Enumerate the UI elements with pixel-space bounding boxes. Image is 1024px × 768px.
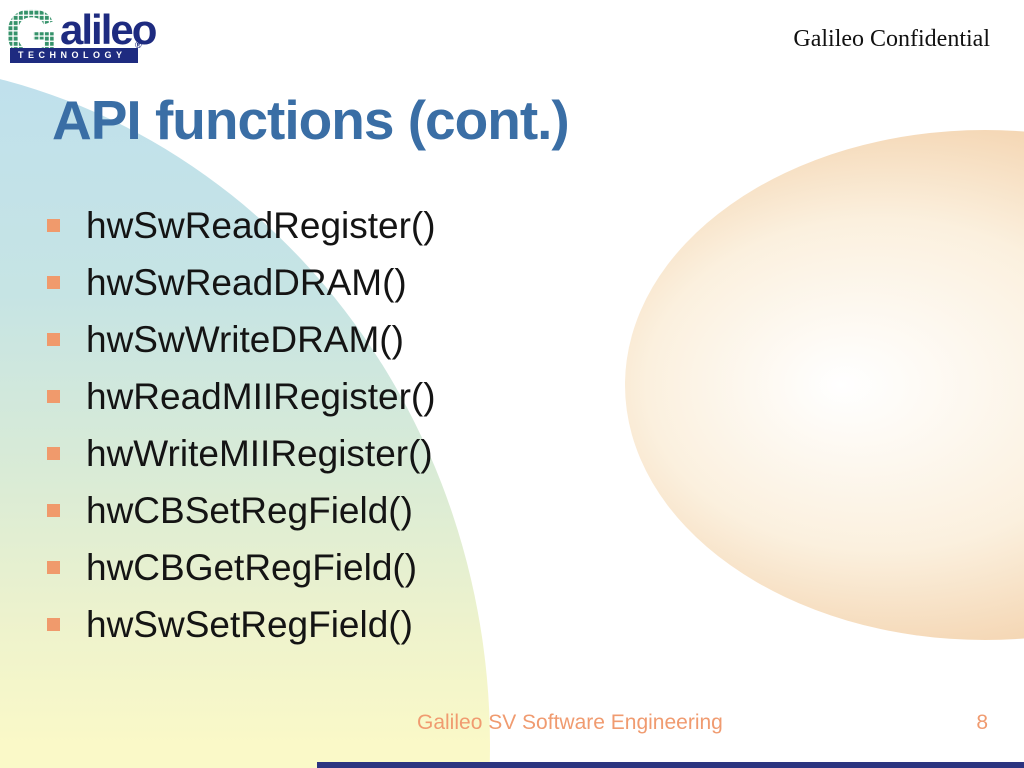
bullet-text: hwSwReadRegister() — [86, 204, 436, 246]
logo-wordmark: alileo — [60, 6, 157, 53]
bullet-square-icon — [47, 504, 60, 517]
bottom-bar — [317, 762, 1024, 768]
logo-tagline: TECHNOLOGY — [10, 48, 138, 63]
bullet-square-icon — [47, 618, 60, 631]
bullet-square-icon — [47, 447, 60, 460]
page-title: API functions (cont.) — [52, 89, 570, 151]
bullet-text: hwSwReadDRAM() — [86, 261, 407, 303]
confidential-label: Galileo Confidential — [793, 26, 990, 52]
galileo-logo: G alileo ® TECHNOLOGY — [8, 4, 188, 66]
list-item: hwSwSetRegField() — [47, 596, 436, 653]
page-number: 8 — [976, 711, 988, 734]
bullet-square-icon — [47, 561, 60, 574]
bullet-text: hwWriteMIIRegister() — [86, 432, 433, 474]
bullet-list: hwSwReadRegister() hwSwReadDRAM() hwSwWr… — [47, 197, 436, 653]
list-item: hwSwWriteDRAM() — [47, 311, 436, 368]
list-item: hwCBGetRegField() — [47, 539, 436, 596]
bullet-square-icon — [47, 219, 60, 232]
registered-mark-icon: ® — [135, 40, 142, 50]
list-item: hwSwReadDRAM() — [47, 254, 436, 311]
bullet-text: hwCBGetRegField() — [86, 546, 418, 588]
list-item: hwCBSetRegField() — [47, 482, 436, 539]
bullet-text: hwReadMIIRegister() — [86, 375, 436, 417]
bullet-square-icon — [47, 333, 60, 346]
bullet-text: hwSwSetRegField() — [86, 603, 413, 645]
list-item: hwWriteMIIRegister() — [47, 425, 436, 482]
list-item: hwReadMIIRegister() — [47, 368, 436, 425]
bullet-square-icon — [47, 276, 60, 289]
background-gradient-blob — [0, 79, 490, 768]
bullet-text: hwCBSetRegField() — [86, 489, 413, 531]
list-item: hwSwReadRegister() — [47, 197, 436, 254]
bullet-text: hwSwWriteDRAM() — [86, 318, 404, 360]
background-peach-ellipse — [625, 130, 1024, 640]
bullet-square-icon — [47, 390, 60, 403]
footer-label: Galileo SV Software Engineering — [417, 711, 723, 734]
